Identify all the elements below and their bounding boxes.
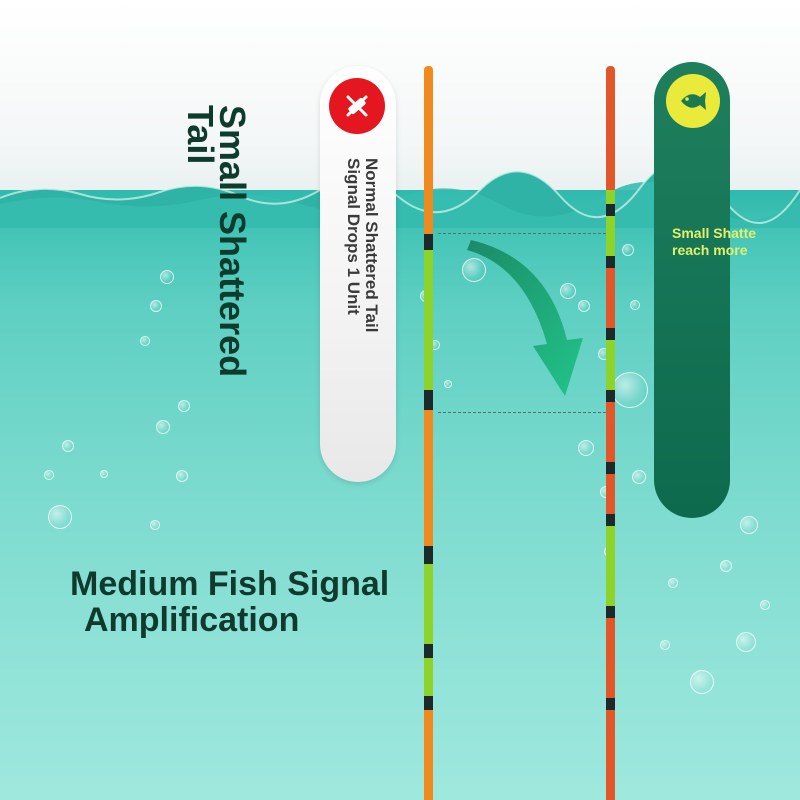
pole-segment: [424, 658, 433, 696]
lower-guide-line: [438, 412, 606, 413]
pole-segment: [424, 234, 433, 250]
pole-segment: [606, 618, 615, 698]
bottom-caption: Medium Fish Signal Amplification: [70, 566, 510, 638]
pole-segment: [606, 328, 615, 340]
pole-segment: [606, 340, 615, 390]
pole-segment: [606, 474, 615, 514]
bubble: [100, 470, 108, 478]
pole-segment: [424, 250, 433, 390]
pole-segment: [424, 710, 433, 800]
pole-segment: [606, 216, 615, 256]
pole-segment: [606, 514, 615, 526]
left-vertical-title: Small Shattered Tail: [180, 105, 260, 485]
bubble: [720, 560, 732, 572]
bubble: [740, 516, 758, 534]
pole-segment: [606, 256, 615, 268]
upper-guide-line: [438, 233, 606, 234]
bubble: [150, 300, 162, 312]
bubble: [44, 470, 54, 480]
pole-segment: [424, 644, 433, 658]
pole-segment: [606, 204, 615, 216]
pole-segment: [424, 546, 433, 564]
pole-segment: [606, 606, 615, 618]
fish-icon: [666, 74, 720, 128]
bubble: [62, 440, 74, 452]
pole-segment: [424, 564, 433, 644]
bubble: [690, 670, 714, 694]
bubble: [760, 600, 770, 610]
bubble: [462, 258, 486, 282]
orange-float-pole: [424, 66, 433, 800]
bubble: [578, 300, 590, 312]
pole-segment: [606, 268, 615, 328]
bubble: [150, 520, 160, 530]
pole-segment: [606, 698, 615, 710]
pole-segment: [606, 462, 615, 474]
pole-segment: [424, 410, 433, 546]
bubble: [668, 578, 678, 588]
small-card-line2: reach more: [672, 242, 748, 258]
bubble: [444, 380, 452, 388]
bubble: [622, 244, 634, 256]
small-card-line1: Small Shatte: [672, 225, 757, 241]
pole-segment: [606, 390, 615, 402]
pole-segment: [424, 696, 433, 710]
normal-card-line2: Signal Drops 1 Unit: [344, 158, 363, 315]
pole-segment: [606, 190, 615, 204]
bubble: [612, 372, 648, 408]
bubble: [632, 470, 646, 484]
red-float-pole: [606, 66, 615, 800]
caption-line1: Medium Fish Signal: [70, 565, 390, 603]
bubble: [736, 632, 756, 652]
small-tail-card: Small Shatte reach more: [654, 62, 756, 518]
pole-segment: [606, 526, 615, 606]
bubble: [660, 640, 670, 650]
bubble: [156, 420, 170, 434]
pole-segment: [606, 402, 615, 462]
bubble: [560, 283, 576, 299]
bubble: [176, 470, 188, 482]
bubble: [48, 505, 72, 529]
down-arrow-icon: [467, 240, 583, 396]
bubble: [578, 440, 594, 456]
bubble: [160, 270, 174, 284]
pole-segment: [606, 710, 615, 800]
bubble: [178, 400, 190, 412]
caption-line2: Amplification: [84, 601, 300, 639]
normal-tail-card: Normal Shattered Tail Signal Drops 1 Uni…: [320, 66, 396, 482]
pole-segment: [424, 390, 433, 410]
cross-out-icon: [329, 78, 385, 134]
normal-card-line1: Normal Shattered Tail: [362, 158, 381, 333]
water-surface: [0, 168, 800, 228]
bubble: [630, 300, 640, 310]
bubble: [140, 336, 150, 346]
pole-segment: [424, 66, 433, 234]
pole-segment: [606, 66, 615, 190]
